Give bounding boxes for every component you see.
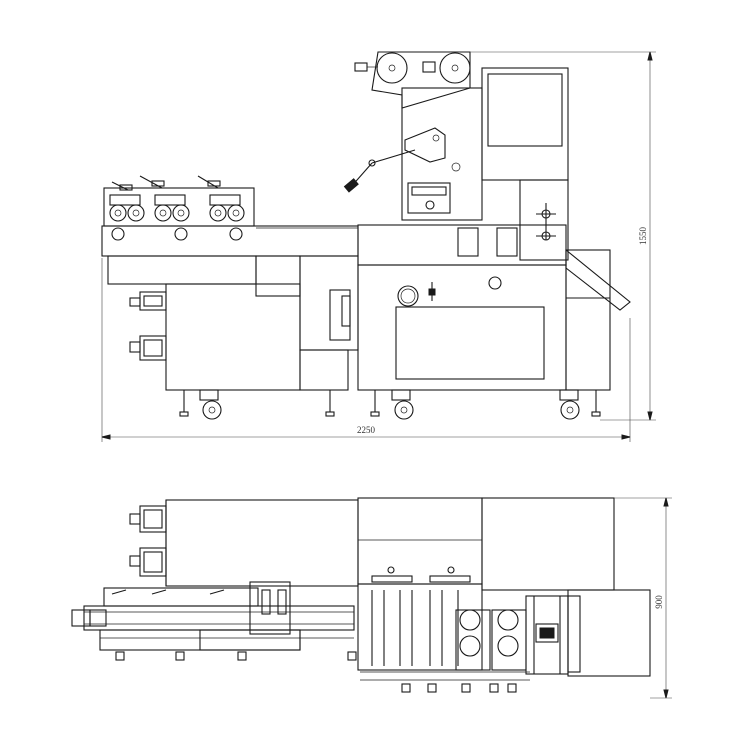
adjuster-knobs [536,203,556,241]
film-roll-left [376,52,408,84]
drive-motor [129,291,167,361]
print-unit [407,162,461,214]
dimension-depth [614,497,672,699]
dimension-width [101,258,631,442]
infeed-conveyor [101,225,359,257]
cutter-unit [525,595,569,675]
top-feet [115,651,530,693]
sealing-jaw-right [496,227,518,257]
main-body [357,264,567,391]
dimension-height [470,51,656,421]
forming-section [357,583,483,671]
pusher-assemblies [109,175,245,241]
casters [179,389,601,420]
control-cabinet [481,67,569,181]
gauge-dial [397,285,419,307]
lever-arm [343,127,446,193]
discharge-chute [565,248,631,311]
control-panel-screen [487,73,563,147]
infeed-frame [165,283,301,391]
sealing-jaw-left [457,227,479,257]
access-door [395,306,545,380]
side-view: 2250 1550 [101,51,656,442]
top-view: 900 [71,497,672,699]
depth-label: 900 [654,595,664,609]
film-roll-right [439,52,471,84]
top-conveyor [83,605,355,631]
seal-rollers [455,609,527,671]
width-label: 2250 [357,425,376,435]
height-label: 1550 [638,227,648,246]
top-infeed-housing [165,499,359,587]
top-drive-motor [129,505,167,577]
film-roll-assembly [354,51,471,109]
